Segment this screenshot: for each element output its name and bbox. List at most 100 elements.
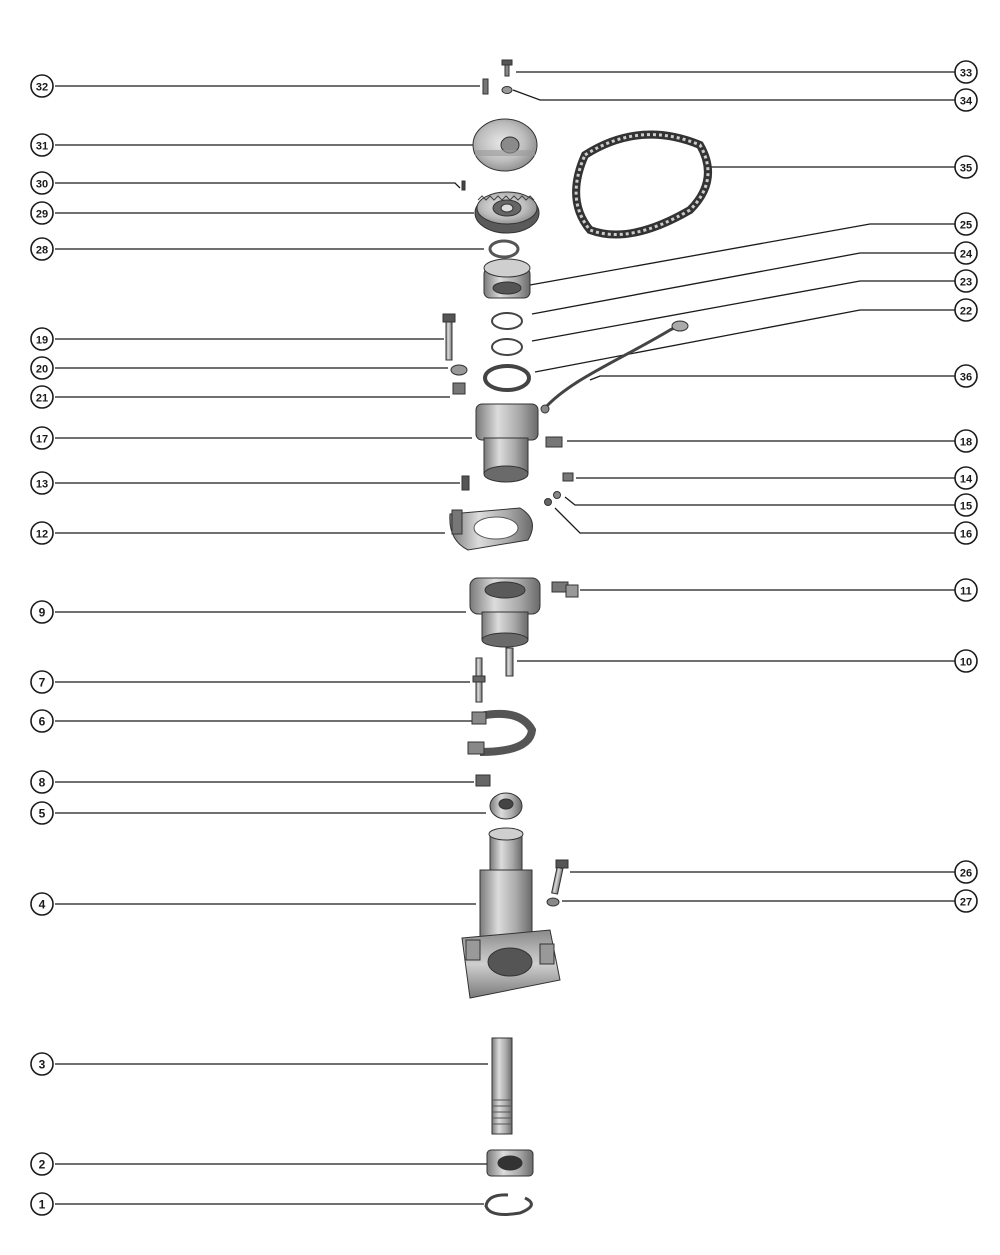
part-18-fitting: [545, 436, 563, 448]
part-8-nut: [475, 774, 491, 787]
callout-number: 1: [39, 1198, 46, 1212]
callout-25: 25: [954, 212, 978, 236]
callout-11: 11: [954, 578, 978, 602]
callout-2: 2: [30, 1152, 54, 1176]
callout-number: 33: [960, 68, 972, 80]
callout-21: 21: [30, 385, 54, 409]
part-31-pulley-cover: [472, 118, 538, 172]
callout-circle: [30, 1052, 54, 1076]
callout-circle: [30, 471, 54, 495]
callout-circle: [954, 578, 978, 602]
callout-circle: [30, 521, 54, 545]
part-22-seal: [483, 364, 531, 392]
callout-32: 32: [30, 74, 54, 98]
callout-circle: [954, 429, 978, 453]
leader-34: [512, 89, 957, 101]
part-17-housing: [475, 403, 539, 483]
callout-circle: [954, 298, 978, 322]
callout-9: 9: [30, 600, 54, 624]
callout-number: 23: [960, 277, 972, 289]
callout-number: 7: [39, 676, 46, 690]
callout-26: 26: [954, 860, 978, 884]
part-15-washer: [553, 491, 561, 499]
callout-circle: [954, 60, 978, 84]
leader-15: [564, 496, 957, 506]
callout-28: 28: [30, 237, 54, 261]
callout-circle: [30, 385, 54, 409]
callout-4: 4: [30, 892, 54, 916]
callout-number: 3: [39, 1058, 46, 1072]
leader-25: [529, 223, 957, 286]
callout-circle: [30, 801, 54, 825]
callout-circle: [954, 364, 978, 388]
callout-number: 8: [39, 776, 46, 790]
callout-number: 20: [36, 364, 48, 376]
callout-number: 9: [39, 606, 46, 620]
part-25-bearing: [483, 258, 531, 299]
part-2-bearing: [486, 1149, 534, 1177]
callout-number: 31: [36, 141, 48, 153]
callout-circle: [30, 426, 54, 450]
callout-17: 17: [30, 426, 54, 450]
callout-circle: [30, 709, 54, 733]
part-7-stud: [472, 657, 486, 703]
callout-number: 2: [39, 1158, 46, 1172]
callout-18: 18: [954, 429, 978, 453]
callout-1: 1: [30, 1192, 54, 1216]
callout-36: 36: [954, 364, 978, 388]
callout-number: 26: [960, 868, 972, 880]
callout-12: 12: [30, 521, 54, 545]
callout-circle: [30, 670, 54, 694]
callout-number: 29: [36, 209, 48, 221]
callout-circle: [30, 1192, 54, 1216]
callout-number: 13: [36, 479, 48, 491]
part-36-ground-wire: [540, 320, 689, 414]
callout-number: 12: [36, 529, 48, 541]
callout-7: 7: [30, 670, 54, 694]
callout-number: 32: [36, 82, 48, 94]
part-29-gear-pulley: [474, 191, 540, 234]
callout-30: 30: [30, 171, 54, 195]
callout-14: 14: [954, 466, 978, 490]
part-4-shaft-housing: [461, 827, 561, 999]
callout-number: 35: [960, 163, 972, 175]
callout-number: 34: [960, 96, 973, 108]
part-13-set-screw: [461, 475, 470, 491]
callout-33: 33: [954, 60, 978, 84]
callout-circle: [954, 155, 978, 179]
callout-circle: [30, 327, 54, 351]
callout-circle: [954, 889, 978, 913]
callout-circle: [30, 133, 54, 157]
callout-number: 21: [36, 393, 48, 405]
callout-circle: [954, 241, 978, 265]
callout-5: 5: [30, 801, 54, 825]
callout-circle: [954, 493, 978, 517]
callout-circle: [30, 171, 54, 195]
callout-24: 24: [954, 241, 978, 265]
callout-22: 22: [954, 298, 978, 322]
callout-number: 18: [960, 437, 972, 449]
callout-number: 16: [960, 529, 972, 541]
leader-24: [531, 252, 957, 315]
part-10-pin: [505, 647, 514, 677]
part-19-bolt: [442, 313, 456, 361]
callout-number: 36: [960, 372, 972, 384]
leader-36: [589, 375, 957, 381]
part-27-washer: [546, 897, 560, 907]
part-34-washer: [501, 86, 513, 94]
callout-circle: [30, 600, 54, 624]
callout-number: 30: [36, 179, 48, 191]
part-1-snap-ring: [484, 1193, 533, 1216]
callout-29: 29: [30, 201, 54, 225]
part-16-nut: [544, 498, 552, 506]
leader-lines: [55, 71, 957, 1205]
part-9-housing: [469, 577, 541, 648]
callout-8: 8: [30, 770, 54, 794]
part-6-clamp: [467, 709, 537, 756]
callout-number: 19: [36, 335, 48, 347]
callout-number: 10: [960, 657, 972, 669]
callout-number: 11: [960, 586, 972, 598]
callout-27: 27: [954, 889, 978, 913]
part-24-ring: [491, 312, 523, 330]
